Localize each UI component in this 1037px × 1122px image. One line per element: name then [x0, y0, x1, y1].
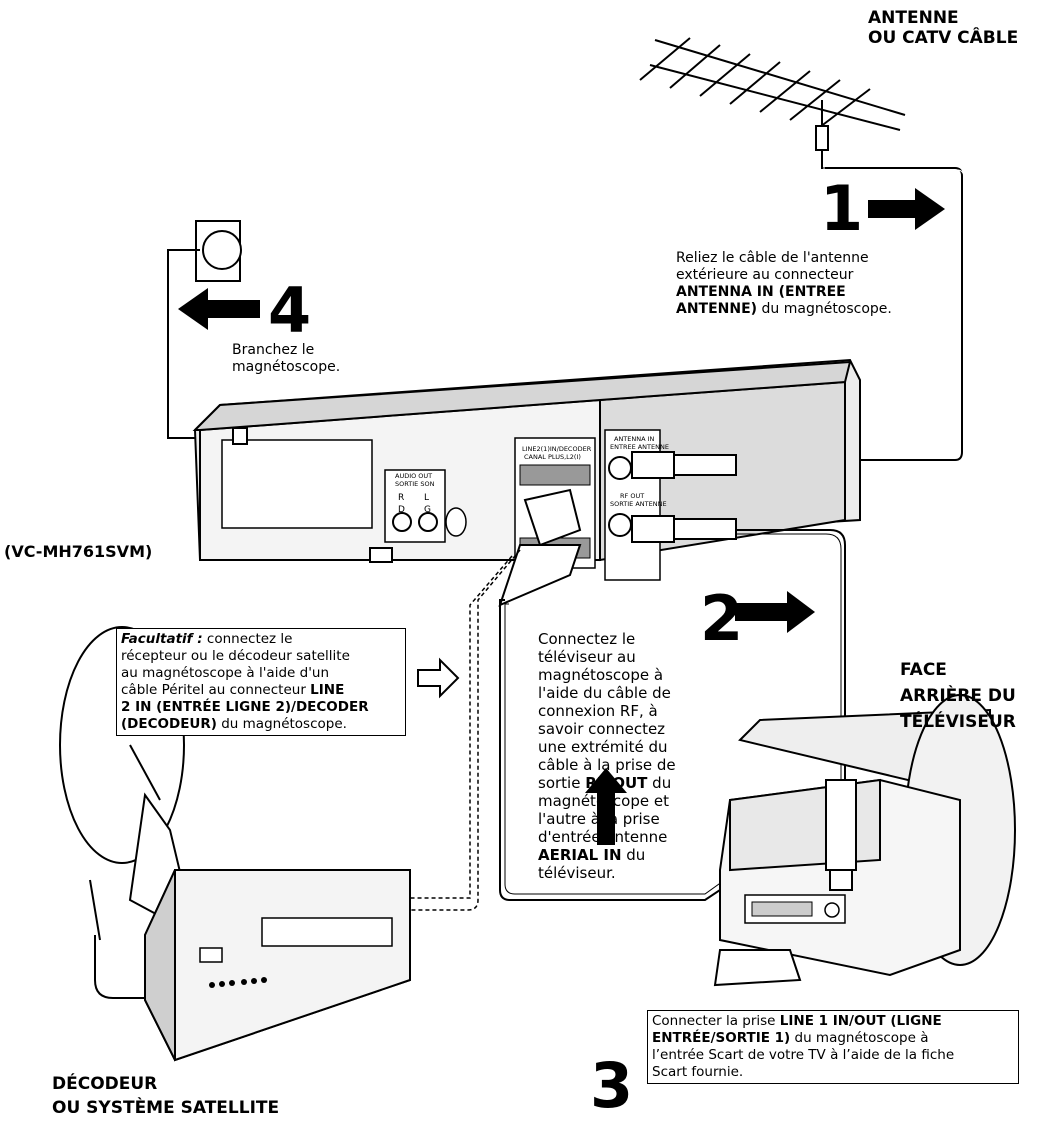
step-number-1: 1	[820, 172, 864, 245]
decoder-box-icon	[144, 869, 411, 1062]
panel-audio-d: D	[398, 505, 405, 515]
arrow-up-icon-3	[585, 768, 627, 845]
outline-arrow-right-icon	[417, 657, 460, 699]
panel-rf-out-fr: SORTIE ANTENNE	[610, 500, 667, 508]
step-3-line1: Connecter la prise	[652, 1013, 780, 1029]
step-1-bold1: ANTENNA IN (ENTREE	[676, 284, 846, 300]
panel-antenna-in-fr: ENTREE ANTENNE	[610, 443, 669, 451]
step-1-bold2: ANTENNE)	[676, 301, 758, 317]
step-2-line: l'autre à la prise	[538, 810, 660, 828]
antenna-label-line1: ANTENNE	[868, 8, 959, 28]
tv-rear-icon	[719, 694, 1016, 977]
step-1-line3: du magnétoscope.	[757, 301, 892, 317]
panel-line2-label: LINE2(1)IN/DECODER	[522, 445, 592, 453]
panel-audio-g: G	[424, 505, 431, 515]
step-2-line: l'aide du câble de	[538, 684, 671, 702]
optional-title: Facultatif :	[121, 631, 203, 647]
step-4-line1: Branchez le	[232, 342, 315, 358]
optional-line2: récepteur ou le décodeur satellite	[121, 648, 350, 664]
step-2-line: téléviseur au	[538, 648, 636, 666]
arrow-right-icon-2	[735, 591, 815, 633]
antenna-icon	[639, 37, 906, 165]
tv-rear-label-line1: FACE	[900, 660, 947, 680]
panel-audio-out: AUDIO OUT	[395, 472, 432, 480]
step-2-line: Connectez le	[538, 630, 636, 648]
optional-line3: au magnétoscope à l'aide d'un	[121, 665, 330, 681]
step-3-line3: l’entrée Scart de votre TV à l’aide de l…	[652, 1047, 955, 1063]
antenna-cable	[735, 150, 963, 461]
arrow-left-icon-4	[178, 288, 260, 330]
step-2-aerial-in: AERIAL IN	[538, 846, 622, 864]
dish-cable	[94, 935, 150, 999]
step-3-instructions-box: Connecter la prise LINE 1 IN/OUT (LIGNE …	[647, 1010, 1019, 1084]
optional-line4: câble Péritel au connecteur	[121, 682, 311, 698]
panel-line2-sub: CANAL PLUS,L2(I)	[524, 453, 581, 461]
optional-bold1: LINE	[310, 682, 345, 698]
step-number-4: 4	[268, 274, 312, 347]
power-outlet-icon	[195, 220, 242, 282]
model-label: (VC-MH761SVM)	[4, 542, 153, 561]
arrow-right-icon-1	[868, 188, 945, 230]
step-4-instructions: Branchez le magnétoscope.	[232, 342, 340, 376]
step-2-instructions: Connectez le téléviseur au magnétoscope …	[538, 630, 708, 882]
step-2-du: du	[647, 774, 672, 792]
step-2-line: d'entrée antenne	[538, 828, 668, 846]
decoder-label-line1: DÉCODEUR	[52, 1074, 158, 1094]
decoder-label-line2: OU SYSTÈME SATELLITE	[52, 1098, 280, 1118]
step-2-line: une extrémité du	[538, 738, 668, 756]
tv-rear-label: FACE ARRIÈRE DU TÉLÉVISEUR	[900, 657, 1016, 735]
step-2-line: connexion RF, à	[538, 702, 658, 720]
optional-line1: connectez le	[202, 631, 293, 647]
panel-audio-out-fr: SORTIE SON	[395, 480, 435, 488]
step-number-3: 3	[590, 1049, 634, 1122]
scart-cable-tv	[499, 599, 736, 901]
coax-plug-antenna-in	[631, 451, 737, 479]
antenna-label: ANTENNE OU CATV CÂBLE	[868, 8, 1018, 48]
step-2-line: sortie	[538, 774, 586, 792]
step-2-line: magnétoscope à	[538, 666, 664, 684]
decoder-label: DÉCODEUR OU SYSTÈME SATELLITE	[52, 1072, 279, 1120]
optional-line5: du magnétoscope.	[216, 716, 347, 732]
panel-antenna-in: ANTENNA IN	[614, 435, 655, 443]
scart-plug-line1	[498, 488, 582, 607]
panel-audio-r: R	[398, 493, 404, 503]
tv-rear-label-line2: ARRIÈRE DU	[900, 686, 1016, 706]
antenna-label-line2: OU CATV CÂBLE	[868, 28, 1019, 48]
scart-cable-decoder	[410, 549, 521, 911]
step-2-line: téléviseur.	[538, 864, 616, 882]
tv-rear-label-line3: TÉLÉVISEUR	[900, 712, 1016, 732]
step-2-line: magnétoscope et	[538, 792, 669, 810]
step-3-bold1: LINE 1 IN/OUT (LIGNE	[779, 1013, 942, 1029]
coax-plug-rf-out	[631, 515, 737, 543]
optional-instructions-box: Facultatif : connectez le récepteur ou l…	[116, 628, 406, 736]
step-2-du2: du	[621, 846, 646, 864]
scart-plug-tv	[713, 949, 802, 987]
step-1-line2: extérieure au connecteur	[676, 267, 854, 283]
optional-bold2: 2 IN (ENTRÉE LIGNE 2)/DECODER	[121, 699, 369, 715]
step-4-line2: magnétoscope.	[232, 359, 341, 375]
step-1-instructions: Reliez le câble de l'antenne extérieure …	[676, 250, 892, 318]
step-3-line2: du magnétoscope à	[790, 1030, 929, 1046]
step-3-line4: Scart fournie.	[652, 1064, 744, 1080]
step-2-line: savoir connectez	[538, 720, 666, 738]
step-3-bold2: ENTRÉE/SORTIE 1)	[652, 1030, 791, 1046]
step-2-line: câble à la prise de	[538, 756, 676, 774]
vcr-rear-panel	[192, 358, 861, 581]
panel-audio-l: L	[424, 493, 429, 503]
step-2-rf-out: RF OUT	[585, 774, 648, 792]
optional-bold3: (DECODEUR)	[121, 716, 217, 732]
step-1-line1: Reliez le câble de l'antenne	[676, 250, 869, 266]
panel-rf-out: RF OUT	[620, 492, 644, 500]
rf-cable	[735, 529, 846, 780]
step-number-2: 2	[700, 582, 744, 655]
